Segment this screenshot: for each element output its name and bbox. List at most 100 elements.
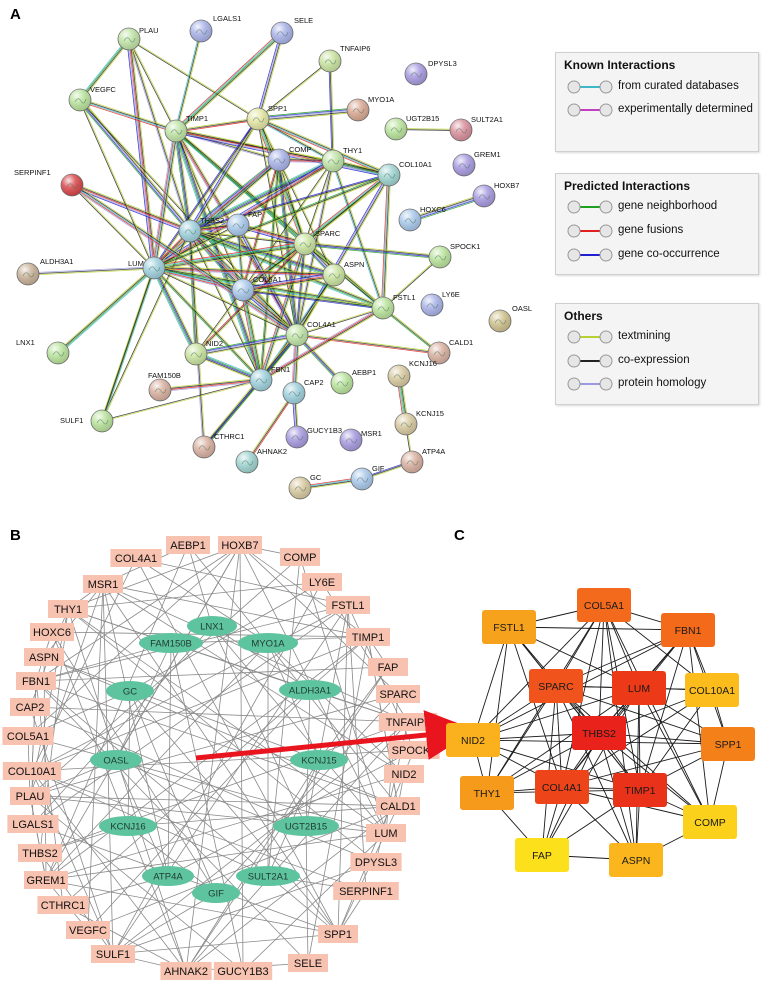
node-c-fstl1: FSTL1 — [482, 610, 536, 644]
edge-COL10A1-LUM — [153, 173, 390, 270]
edge-b-AHNAK2-KCNJ15 — [185, 759, 320, 972]
edge-FBN1-SULF1 — [101, 379, 262, 422]
node-label: SPP1 — [268, 104, 287, 113]
node-label: SERPINF1 — [339, 886, 393, 898]
edge-c-LUM-THY1 — [486, 687, 640, 794]
node-label: PLAU — [139, 26, 159, 35]
legend-label-coexpression: co-expression — [618, 354, 690, 366]
node-label: THY1 — [54, 604, 82, 616]
edge-b-TIMP1-MSR1 — [102, 583, 369, 638]
experimental-edge-icon — [567, 103, 613, 117]
edge-b-FSTL1-UGT2B15 — [305, 604, 349, 827]
node-label: GUCY1B3 — [217, 966, 268, 978]
edge-COL4A1-FSTL1 — [296, 307, 384, 336]
node-b-spp1: SPP1 — [318, 925, 358, 943]
edge-SPP1-COL4A1 — [257, 118, 298, 336]
node-spp1: SPP1 — [246, 104, 287, 131]
edge-b-GREM1-LUM — [45, 832, 387, 881]
edge-TNFAIP6-SPP1 — [257, 60, 331, 120]
node-label: HOXC6 — [33, 627, 71, 639]
legend-label-fusions: gene fusions — [618, 224, 684, 236]
edge-b-CTHRC1-AHNAK2 — [62, 904, 187, 972]
node-label: NID2 — [206, 339, 223, 348]
node-b-aebp1: AEBP1 — [166, 536, 210, 554]
node-label: KCNJ15 — [416, 409, 444, 418]
edge-PLAU-LUM — [126, 38, 157, 269]
node-b-dpysl3: DPYSL3 — [350, 853, 402, 871]
node-b-myo1a: MYO1A — [238, 633, 298, 653]
node-gc: GC — [288, 473, 322, 500]
edge-LUM-FBN1 — [152, 266, 263, 382]
edge-CTHRC1-COL4A1 — [202, 333, 299, 449]
edge-b-GIF-GC — [129, 690, 217, 894]
edge-b-FAM150B-OASL — [115, 642, 172, 761]
node-gucy1b3: GUCY1B3 — [285, 425, 342, 449]
node-dpysl3: DPYSL3 — [404, 59, 457, 86]
panel-b-letter: B — [10, 527, 21, 544]
node-c-col10a1: COL10A1 — [685, 673, 739, 707]
node-label: UGT2B15 — [285, 822, 327, 833]
node-label: FBN1 — [22, 676, 50, 688]
node-label: AHNAK2 — [257, 447, 287, 456]
panel-c-letter: C — [454, 527, 465, 544]
node-label: CAP2 — [304, 378, 324, 387]
node-label: ALDH3A1 — [40, 257, 73, 266]
edge-c-FBN1-TIMP1 — [639, 629, 689, 791]
node-ly6e: LY6E — [420, 290, 460, 317]
edge-b-LY6E-GC — [129, 581, 323, 692]
edge-SPARC-FBN1 — [259, 243, 307, 381]
edge-PLAU-SPP1 — [128, 38, 259, 120]
node-label: CALD1 — [449, 338, 473, 347]
node-grem1: GREM1 — [452, 150, 501, 177]
node-c-thy1: THY1 — [460, 776, 514, 810]
edge-b-SPARC-PLAU — [29, 693, 399, 797]
edge-b-SULF1-GIF — [112, 892, 217, 955]
edge-VEGFC-TIMP1 — [79, 98, 177, 133]
node-b-cap2: CAP2 — [10, 698, 50, 716]
node-label: FAM150B — [150, 639, 192, 650]
node-label: MYO1A — [251, 639, 285, 650]
node-label: COL5A1 — [253, 275, 282, 284]
edge-b-VEGFC-ALDH3A1 — [87, 689, 311, 931]
node-label: GC — [123, 687, 137, 698]
node-label: KCNJ16 — [409, 359, 437, 368]
node-label: CTHRC1 — [214, 432, 244, 441]
node-b-kcnj16: KCNJ16 — [99, 816, 157, 836]
arrow-to-hub-network — [195, 710, 476, 761]
node-cald1: CALD1 — [427, 338, 473, 365]
coexpression-edge-icon — [567, 354, 613, 368]
node-b-cald1: CALD1 — [376, 797, 420, 815]
node-b-fam150b: FAM150B — [139, 633, 203, 653]
node-b-timp1: TIMP1 — [346, 628, 390, 646]
node-label: AEBP1 — [352, 368, 376, 377]
edge-b-MSR1-ATP4A — [102, 583, 169, 877]
node-aspn: ASPN — [322, 260, 364, 287]
node-c-fap: FAP — [515, 838, 569, 872]
edge-c-FSTL1-NID2 — [472, 626, 510, 741]
node-label: SPP1 — [715, 739, 742, 751]
edge-b-GUCY1B3-HOXB7 — [239, 544, 244, 972]
node-thbs2: THBS2 — [178, 216, 224, 243]
edge-THY1-FSTL1 — [331, 160, 385, 309]
node-label: COL5A1 — [7, 731, 49, 743]
edge-b-GUCY1B3-PLAU — [29, 795, 244, 972]
neighborhood-edge-icon — [567, 200, 613, 214]
edge-FSTL1-FBN1 — [259, 306, 385, 382]
node-label: COL10A1 — [8, 766, 56, 778]
node-label: SPARC — [315, 229, 341, 238]
edge-b-GUCY1B3-FAM150B — [170, 642, 244, 972]
node-b-col10a1: COL10A1 — [2, 762, 62, 780]
edge-c-FBN1-COL4A1 — [561, 629, 689, 788]
edge-VEGFC-LUM — [79, 99, 155, 269]
node-b-oasl: OASL — [90, 750, 142, 770]
node-label: SULT2A1 — [471, 115, 503, 124]
node-label: DPYSL3 — [355, 857, 397, 869]
node-b-fbn1: FBN1 — [16, 672, 56, 690]
edge-COL5A1-NID2 — [195, 289, 244, 355]
node-atp4a: ATP4A — [400, 447, 445, 474]
edge-ASPN-COL5A1 — [242, 272, 335, 293]
node-label: THBS2 — [22, 848, 57, 860]
node-label: SULF1 — [60, 416, 83, 425]
node-label: HOXC6 — [420, 205, 446, 214]
node-b-gif: GIF — [192, 883, 240, 903]
